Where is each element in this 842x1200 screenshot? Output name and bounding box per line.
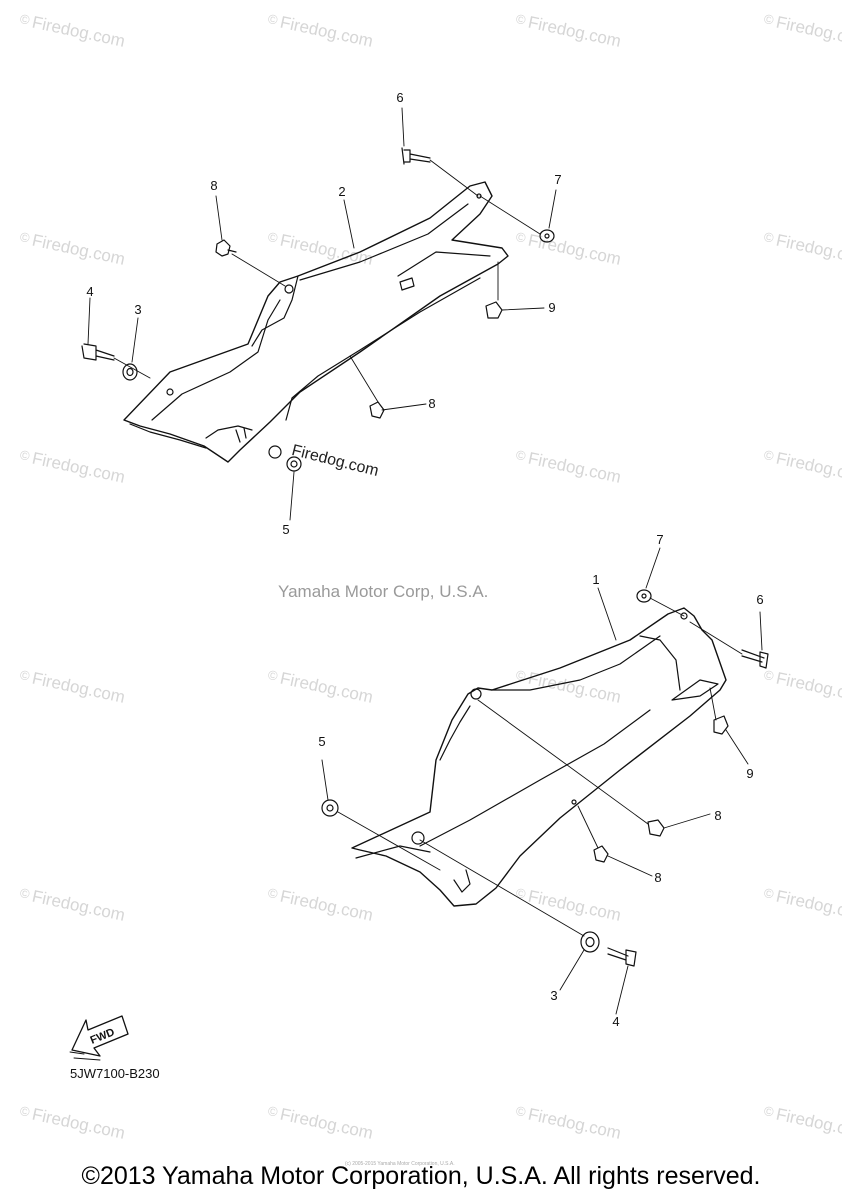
callout-8: 8 bbox=[210, 178, 218, 193]
callout-6: 6 bbox=[756, 592, 764, 607]
copyright-footer: ©2013 Yamaha Motor Corporation, U.S.A. A… bbox=[81, 1162, 761, 1190]
side-cover-upper-part bbox=[123, 181, 509, 463]
callout-6: 6 bbox=[396, 90, 404, 105]
callout-8: 8 bbox=[428, 396, 436, 411]
callout-4: 4 bbox=[86, 284, 94, 299]
callout-7: 7 bbox=[656, 532, 664, 547]
bottom-fasteners bbox=[321, 589, 769, 967]
callout-4: 4 bbox=[612, 1014, 620, 1029]
top-leader-lines bbox=[87, 107, 557, 521]
callout-5: 5 bbox=[318, 734, 326, 749]
fwd-arrow-icon bbox=[69, 1015, 129, 1061]
callout-7: 7 bbox=[554, 172, 562, 187]
tiny-copyright-note: (c) 2005-2015 Yamaha Motor Corporation, … bbox=[345, 1161, 455, 1167]
callout-1: 1 bbox=[592, 572, 600, 587]
callout-9: 9 bbox=[746, 766, 754, 781]
callout-5: 5 bbox=[282, 522, 290, 537]
side-cover-lower-part bbox=[351, 607, 727, 907]
fwd-label: FWD bbox=[89, 1026, 117, 1047]
callout-3: 3 bbox=[134, 302, 142, 317]
top-fasteners bbox=[81, 147, 555, 472]
bottom-leader-lines bbox=[321, 547, 763, 1015]
diagram-code: 5JW7100-B230 bbox=[70, 1066, 160, 1081]
center-watermark: Yamaha Motor Corp, U.S.A. bbox=[278, 582, 489, 601]
callout-9: 9 bbox=[548, 300, 556, 315]
callout-3: 3 bbox=[550, 988, 558, 1003]
callout-8: 8 bbox=[714, 808, 722, 823]
callout-8: 8 bbox=[654, 870, 662, 885]
callout-2: 2 bbox=[338, 184, 346, 199]
